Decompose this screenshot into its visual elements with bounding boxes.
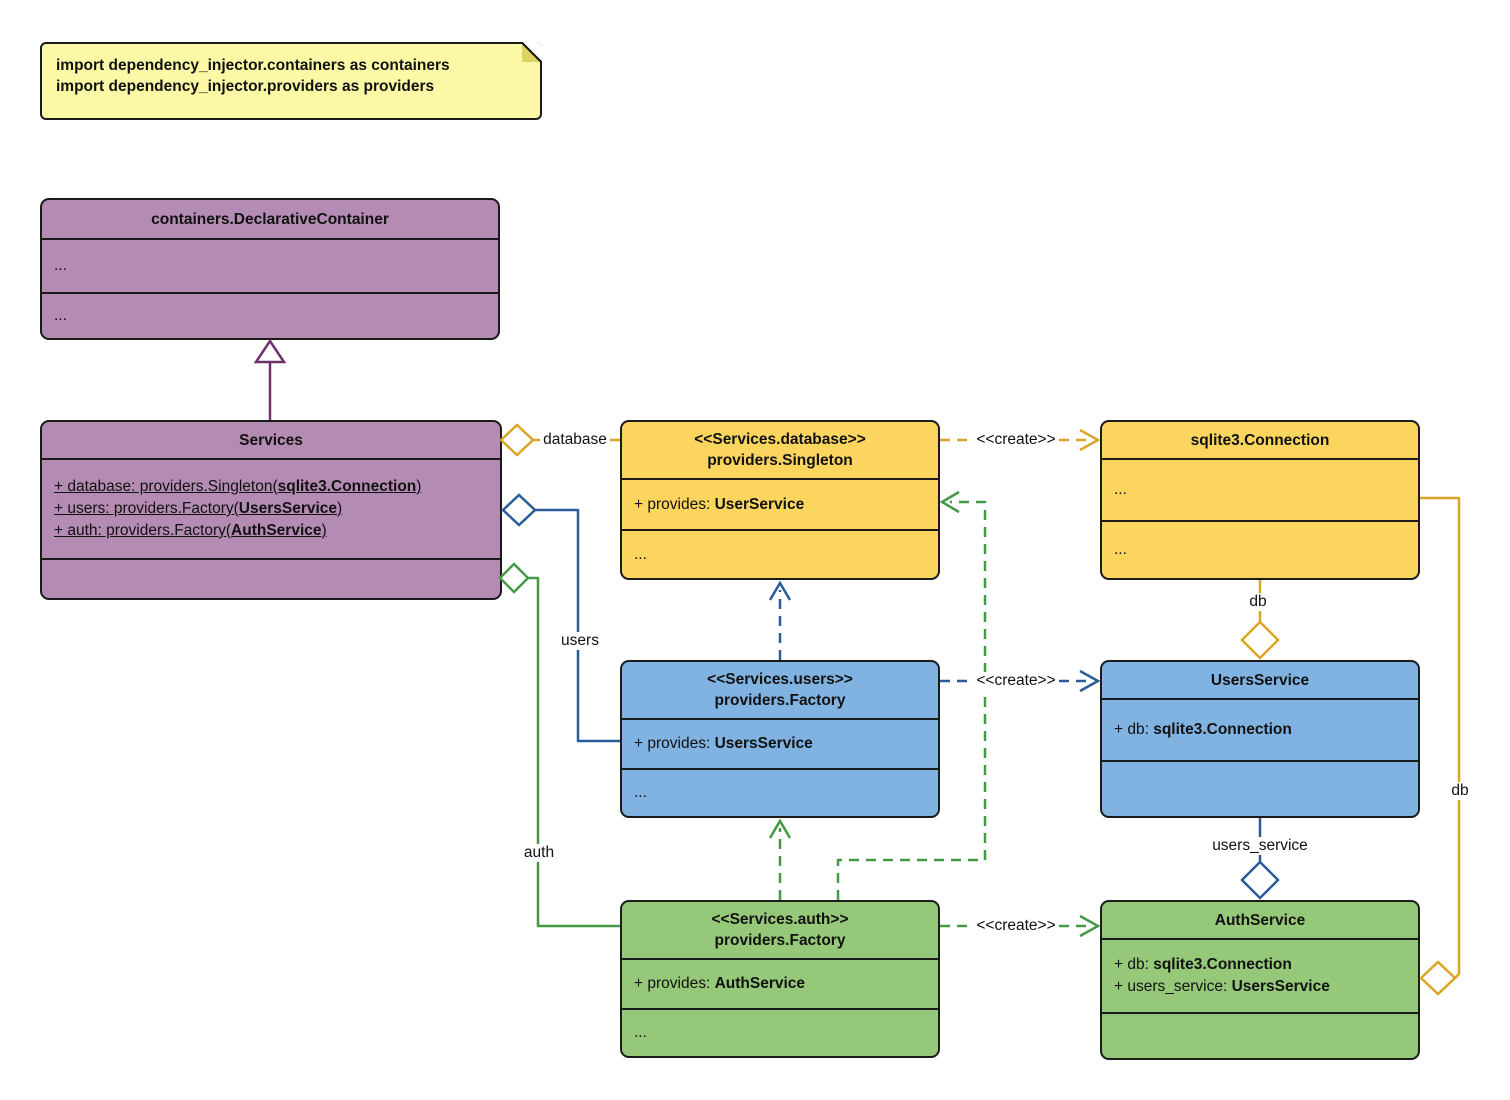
edge-auth (528, 576, 620, 928)
edge-db-authservice (1420, 496, 1461, 979)
ellipsis-row: ... (634, 545, 647, 563)
edge-label-create-auth: <<create>> (973, 917, 1059, 935)
class-box-auth-factory: <<Services.auth>> providers.Factory + pr… (620, 900, 940, 1058)
class-compartment: ... (622, 768, 938, 816)
stereotype-label: <<Services.database>> (694, 431, 866, 448)
member-provides: + provides: AuthService (634, 975, 806, 992)
ellipsis-row: ... (634, 784, 647, 801)
member-provides: + provides: UsersService (634, 735, 813, 752)
class-title-text: providers.Factory (714, 692, 846, 709)
class-box-users-factory: <<Services.users>> providers.Factory + p… (620, 660, 940, 818)
open-arrowhead-icon (939, 490, 960, 514)
edge-label-auth: auth (520, 844, 558, 862)
edge-label-create-database: <<create>> (973, 431, 1059, 449)
services-attribute-auth: + auth: providers.Factory(AuthService) (54, 522, 327, 539)
class-compartment: ... (1102, 458, 1418, 520)
services-attribute-database: + database: providers.Singleton(sqlite3.… (54, 478, 422, 495)
ellipsis-row: ... (54, 257, 67, 274)
class-title: <<Services.users>> providers.Factory (622, 662, 938, 718)
services-attribute-users: + users: providers.Factory(UsersService) (54, 500, 343, 517)
class-title-text: providers.Singleton (707, 452, 853, 469)
open-arrowhead-icon (1079, 914, 1101, 938)
class-box-auth-service: AuthService + db: sqlite3.Connection + u… (1100, 900, 1420, 1060)
class-compartment (1102, 1012, 1418, 1058)
class-compartment: ... (42, 292, 498, 338)
edge-label-db: db (1246, 593, 1270, 611)
class-title: <<Services.auth>> providers.Factory (622, 902, 938, 958)
aggregation-diamond-users-service-icon (1240, 860, 1280, 900)
open-arrowhead-icon (1079, 428, 1101, 452)
class-title: sqlite3.Connection (1190, 431, 1330, 449)
class-compartment (42, 558, 500, 598)
class-compartment: ... (1102, 520, 1418, 578)
class-box-declarative-container: containers.DeclarativeContainer ... ... (40, 198, 500, 340)
note-line: import dependency_injector.providers as … (56, 78, 435, 95)
edge-label-db-right: db (1448, 782, 1472, 800)
member-provides: + provides: UserService (634, 495, 805, 513)
class-title: UsersService (1210, 671, 1310, 689)
uml-note: import dependency_injector.containers as… (40, 42, 542, 120)
class-compartment: + provides: UsersService (622, 718, 938, 768)
note-line: import dependency_injector.containers as… (56, 57, 450, 74)
class-compartment: + provides: UserService (622, 478, 938, 529)
open-arrowhead-icon (1079, 669, 1101, 693)
open-arrowhead-icon (768, 818, 792, 839)
edge-label-create-users: <<create>> (973, 672, 1059, 690)
aggregation-diamond-db-icon (1240, 620, 1280, 660)
class-title: Services (239, 431, 303, 449)
class-compartment: ... (622, 529, 938, 578)
edge-users (535, 508, 620, 743)
stereotype-label: <<Services.users>> (707, 671, 853, 688)
ellipsis-row: ... (54, 307, 67, 324)
class-compartment: + provides: AuthService (622, 958, 938, 1008)
class-title-text: providers.Factory (714, 932, 846, 949)
class-title: AuthService (1214, 911, 1306, 929)
member-db: + db: sqlite3.Connection (1114, 721, 1292, 738)
ellipsis-row: ... (1114, 541, 1127, 558)
class-compartment: + database: providers.Singleton(sqlite3.… (42, 458, 500, 558)
class-title: containers.DeclarativeContainer (151, 210, 389, 228)
class-compartment (1102, 760, 1418, 816)
class-box-sqlite-connection: sqlite3.Connection ... ... (1100, 420, 1420, 580)
class-box-services: Services + database: providers.Singleton… (40, 420, 502, 600)
edge-label-database: database (540, 431, 610, 449)
edge-label-users-service: users_service (1209, 837, 1311, 855)
aggregation-diamond-users-icon (501, 493, 537, 527)
member-db: + db: sqlite3.Connection (1114, 956, 1292, 973)
note-fold-icon (522, 42, 542, 62)
aggregation-diamond-auth-icon (498, 562, 530, 594)
class-compartment: ... (622, 1008, 938, 1056)
class-compartment: ... (42, 238, 498, 292)
aggregation-diamond-database-icon (499, 423, 535, 457)
inheritance-triangle-icon (253, 338, 287, 364)
edge-label-users: users (558, 632, 602, 650)
stereotype-label: <<Services.auth>> (711, 911, 849, 928)
class-box-database-singleton: <<Services.database>> providers.Singleto… (620, 420, 940, 580)
class-box-users-service: UsersService + db: sqlite3.Connection (1100, 660, 1420, 818)
class-compartment: + db: sqlite3.Connection (1102, 698, 1418, 760)
class-title: <<Services.database>> providers.Singleto… (622, 422, 938, 478)
aggregation-diamond-db-right-icon (1419, 960, 1457, 996)
ellipsis-row: ... (1114, 481, 1127, 498)
class-compartment: + db: sqlite3.Connection + users_service… (1102, 938, 1418, 1012)
open-arrowhead-icon (768, 580, 792, 601)
ellipsis-row: ... (634, 1024, 647, 1041)
member-users-service: + users_service: UsersService (1114, 978, 1330, 995)
